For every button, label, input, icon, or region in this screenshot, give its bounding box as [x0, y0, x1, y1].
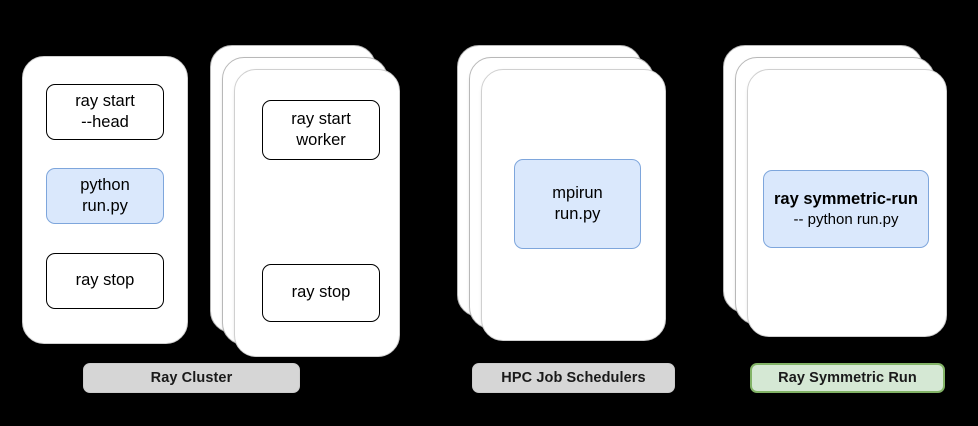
command-mpirun[interactable]: mpirun run.py — [514, 159, 641, 249]
legend-pill-ray-symmetric-run[interactable]: Ray Symmetric Run — [750, 363, 945, 393]
command-line-1: ray stop — [75, 271, 135, 290]
legend-pill-label: Ray Cluster — [150, 370, 233, 386]
command-line-1: ray start — [291, 109, 351, 128]
legend-pill-label: HPC Job Schedulers — [501, 370, 646, 386]
command-line-2: worker — [296, 131, 346, 149]
command-ray-stop-head[interactable]: ray stop — [46, 253, 164, 309]
command-ray-symmetric-run[interactable]: ray symmetric-run -- python run.py — [763, 170, 929, 248]
command-line-1: ray start — [75, 91, 135, 110]
command-ray-start-worker[interactable]: ray start worker — [262, 100, 380, 160]
command-line-1: python — [80, 175, 130, 194]
command-line-1: ray symmetric-run — [774, 189, 918, 208]
command-python-run[interactable]: python run.py — [46, 168, 164, 224]
legend-pill-ray-cluster[interactable]: Ray Cluster — [83, 363, 300, 393]
command-line-1: mpirun — [552, 183, 603, 202]
legend-pill-label: Ray Symmetric Run — [778, 370, 917, 386]
command-line-1: ray stop — [291, 283, 351, 302]
command-ray-start-head[interactable]: ray start --head — [46, 84, 164, 140]
command-ray-stop-worker[interactable]: ray stop — [262, 264, 380, 322]
command-line-2: run.py — [554, 205, 601, 223]
legend-pill-hpc[interactable]: HPC Job Schedulers — [472, 363, 675, 393]
command-line-2: run.py — [82, 197, 128, 215]
command-line-2: --head — [81, 113, 129, 131]
command-line-2: -- python run.py — [793, 210, 899, 228]
